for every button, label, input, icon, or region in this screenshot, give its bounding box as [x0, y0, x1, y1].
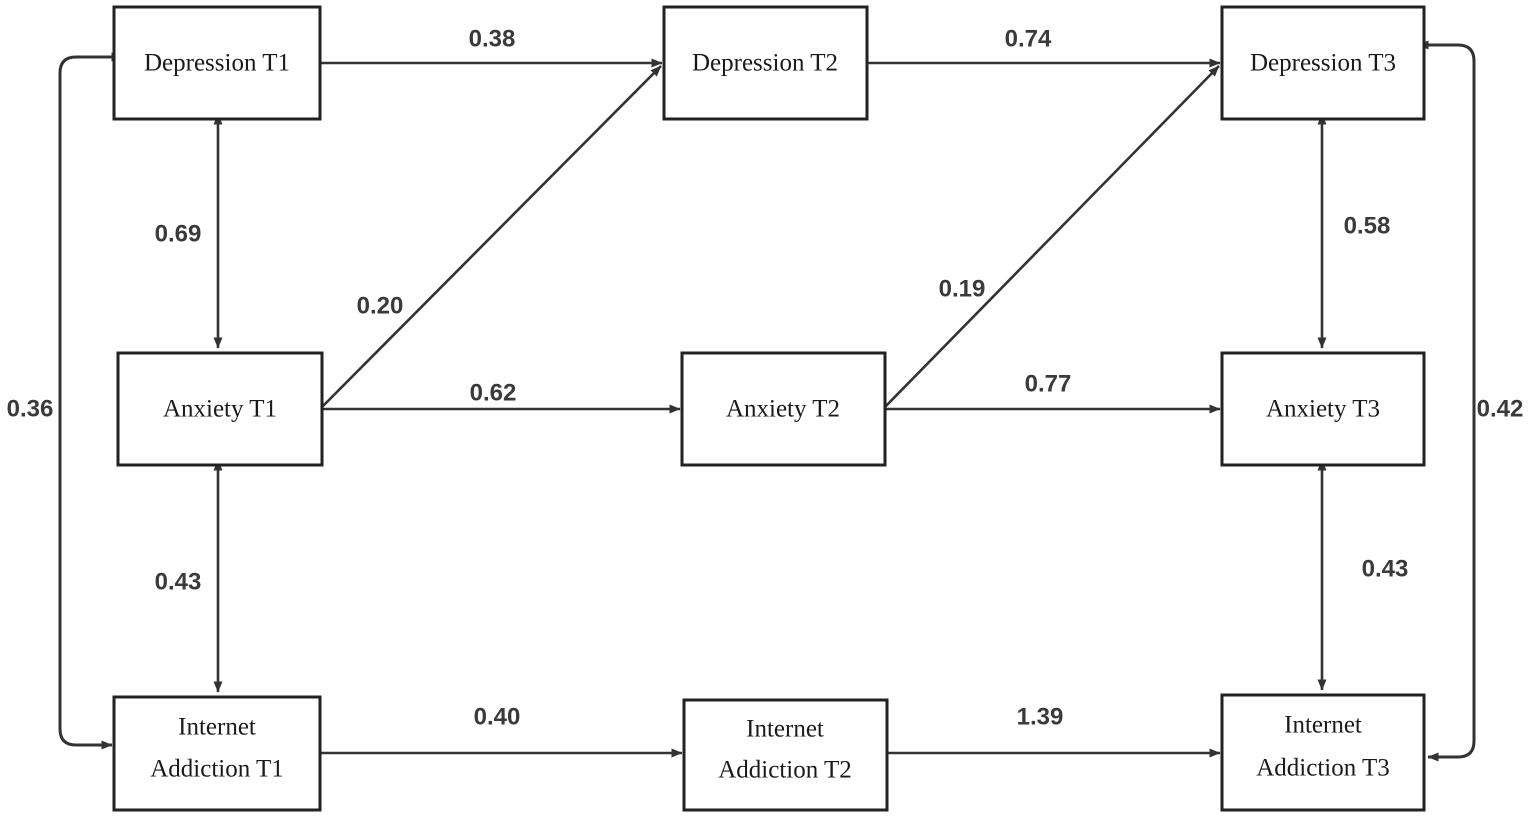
coef-label-depression-t1-anxiety-t1: 0.69: [155, 220, 202, 247]
coef-label-anxiety-t3-internet-addiction-t3: 0.43: [1362, 555, 1409, 582]
edge-depression-t1-internet-addiction-t1-correlation: [58, 52, 123, 750]
coef-label-anxiety-t2-to-t3: 0.77: [1025, 370, 1072, 397]
node-box-depression-t1[interactable]: [112, 5, 322, 121]
coef-label-anxiety-t1-to-depression-t2: 0.20: [357, 292, 404, 319]
node-label-anxiety-t2: Anxiety T2: [726, 396, 840, 423]
node-internet-addiction-t1[interactable]: Internet Addiction T1: [112, 695, 322, 812]
node-label-internet-addiction-t1-line2: Addiction T1: [150, 756, 284, 783]
node-box-anxiety-t2[interactable]: [680, 351, 887, 467]
node-label-internet-addiction-t1-line1: Internet: [178, 714, 256, 741]
coef-label-anxiety-t1-internet-addiction-t1: 0.43: [155, 568, 202, 595]
node-box-internet-addiction-t2[interactable]: [682, 698, 889, 812]
node-anxiety-t3[interactable]: Anxiety T3: [1220, 351, 1426, 467]
node-label-internet-addiction-t2-line2: Addiction T2: [718, 757, 852, 784]
coef-label-internet-addiction-t2-to-t3: 1.39: [1017, 703, 1064, 730]
node-label-internet-addiction-t3-line1: Internet: [1284, 712, 1362, 739]
node-box-anxiety-t3[interactable]: [1220, 351, 1426, 467]
node-internet-addiction-t2[interactable]: Internet Addiction T2: [682, 698, 889, 812]
node-box-internet-addiction-t1[interactable]: [112, 695, 322, 812]
coef-label-depression-t1-to-t2: 0.38: [469, 25, 516, 52]
node-label-depression-t1: Depression T1: [144, 50, 290, 77]
node-depression-t2[interactable]: Depression T2: [662, 5, 869, 121]
coef-label-depression-t2-to-t3: 0.74: [1005, 25, 1052, 52]
node-box-internet-addiction-t3[interactable]: [1220, 693, 1426, 812]
node-label-depression-t3: Depression T3: [1250, 50, 1396, 77]
coef-label-depression-t1-internet-addiction-t1: 0.36: [7, 395, 54, 422]
node-anxiety-t2[interactable]: Anxiety T2: [680, 351, 887, 467]
edge-depression-t3-internet-addiction-t3-correlation: [1417, 40, 1476, 762]
node-label-depression-t2: Depression T2: [692, 50, 838, 77]
coef-label-depression-t3-anxiety-t3: 0.58: [1344, 212, 1391, 239]
node-box-anxiety-t1[interactable]: [116, 351, 324, 467]
coef-label-internet-addiction-t1-to-t2: 0.40: [474, 703, 521, 730]
node-box-depression-t3[interactable]: [1220, 5, 1426, 121]
node-label-anxiety-t3: Anxiety T3: [1266, 396, 1380, 423]
edge-anxiety-t1-to-depression-t2: [321, 65, 662, 408]
node-label-internet-addiction-t3-line2: Addiction T3: [1256, 755, 1390, 782]
node-box-depression-t2[interactable]: [662, 5, 869, 121]
coef-label-anxiety-t2-to-depression-t3: 0.19: [939, 275, 986, 302]
node-label-internet-addiction-t2-line1: Internet: [746, 716, 824, 743]
node-depression-t3[interactable]: Depression T3: [1220, 5, 1426, 121]
coef-label-anxiety-t1-to-t2: 0.62: [470, 379, 517, 406]
node-label-anxiety-t1: Anxiety T1: [163, 396, 277, 423]
node-anxiety-t1[interactable]: Anxiety T1: [116, 351, 324, 467]
node-internet-addiction-t3[interactable]: Internet Addiction T3: [1220, 693, 1426, 812]
edge-anxiety-t2-to-depression-t3: [884, 65, 1220, 408]
node-depression-t1[interactable]: Depression T1: [112, 5, 322, 121]
coef-label-depression-t3-internet-addiction-t3: 0.42: [1477, 395, 1524, 422]
